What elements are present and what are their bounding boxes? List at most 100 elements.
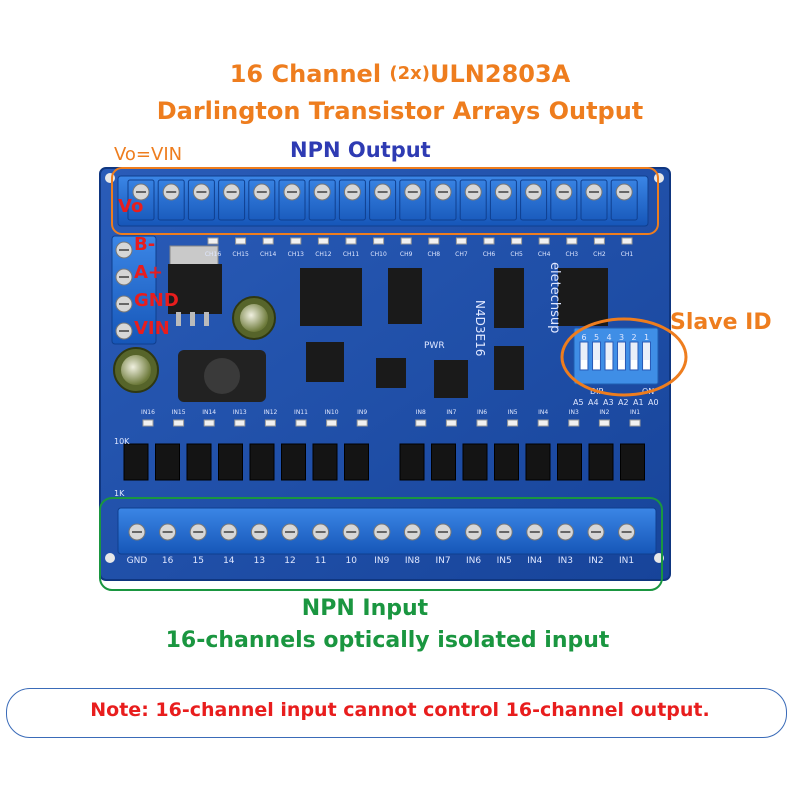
pin-label-a-plus: A+ <box>134 262 164 283</box>
optocoupler <box>155 443 180 481</box>
terminal-slot <box>248 179 276 221</box>
input-terminal-block <box>117 507 657 555</box>
input-led-label: IN12 <box>263 409 277 416</box>
output-led-label: CH6 <box>483 251 496 258</box>
pin-label-b-minus: B- <box>134 234 156 255</box>
input-terminal-label: IN4 <box>527 556 542 566</box>
input-led <box>537 419 549 427</box>
input-led-label: IN4 <box>538 409 548 416</box>
output-led-label: CH1 <box>621 251 634 258</box>
dip-toggle <box>581 360 587 369</box>
note-text: Note: 16-channel input cannot control 16… <box>90 699 710 721</box>
terminal-slot <box>550 179 578 221</box>
input-led <box>629 419 641 427</box>
dip-slot <box>592 341 601 371</box>
output-led-label: CH9 <box>400 251 413 258</box>
input-led <box>234 419 246 427</box>
input-terminal-label: IN3 <box>558 556 573 566</box>
output-led <box>400 237 412 245</box>
input-led-label: IN5 <box>508 409 518 416</box>
output-led-label: CH14 <box>260 251 277 258</box>
optocoupler <box>431 443 456 481</box>
optocoupler <box>249 443 275 481</box>
input-terminal-label: GND <box>127 556 148 566</box>
terminal-slot <box>308 179 336 221</box>
dip-slot <box>604 341 614 371</box>
input-terminal-label: 11 <box>315 556 326 566</box>
input-led-label: IN9 <box>357 409 367 416</box>
optocoupler <box>399 443 425 481</box>
input-led-label: IN13 <box>233 409 247 416</box>
input-led <box>598 419 610 427</box>
dip-number: 5 <box>594 333 599 342</box>
dip-number: 3 <box>619 333 624 342</box>
output-led <box>621 237 633 245</box>
input-led-label: IN14 <box>202 409 216 416</box>
input-led-label: IN6 <box>477 409 487 416</box>
output-led <box>235 237 247 245</box>
dip-slot <box>642 341 651 371</box>
terminal-slot <box>127 179 155 221</box>
input-led <box>264 419 276 427</box>
power-terminal-block <box>111 235 157 345</box>
output-led <box>483 237 495 245</box>
output-led <box>262 237 274 245</box>
input-led <box>568 419 580 427</box>
input-led <box>356 419 368 427</box>
resistor-1k-silkscreen: 1K <box>114 489 125 498</box>
title-quantity: (2x) <box>389 63 431 84</box>
optocoupler <box>218 443 243 481</box>
input-led-label: IN8 <box>416 409 426 416</box>
brand-silkscreen: eletechsup <box>547 262 562 333</box>
input-led <box>173 419 185 427</box>
input-led <box>476 419 488 427</box>
dip-toggle <box>631 360 637 369</box>
dip-number: 1 <box>644 333 649 342</box>
input-led <box>445 419 457 427</box>
output-led-label: CH3 <box>566 251 579 258</box>
output-led-label: CH15 <box>232 251 249 258</box>
input-led <box>507 419 519 427</box>
optocoupler <box>123 443 149 481</box>
input-led-label: IN7 <box>446 409 456 416</box>
output-led-label: CH13 <box>288 251 305 258</box>
optocoupler <box>186 443 212 481</box>
output-led-label: CH8 <box>428 251 441 258</box>
output-led <box>207 237 219 245</box>
address-label: A5 <box>573 398 584 407</box>
input-led <box>142 419 154 427</box>
input-terminal-label: IN9 <box>374 556 389 566</box>
terminal-slot <box>489 179 517 221</box>
output-led <box>373 237 385 245</box>
pin-label-vo: Vo <box>118 196 144 217</box>
optocoupler <box>344 443 369 481</box>
input-description: 16-channels optically isolated input <box>165 628 610 653</box>
dip-slot <box>617 341 626 371</box>
product-title: 16 Channel (2x)ULN2803A <box>0 60 800 88</box>
pin-label-gnd: GND <box>134 290 179 311</box>
title-chip: ULN2803A <box>430 60 571 88</box>
output-led <box>455 237 467 245</box>
terminal-slot <box>369 179 397 221</box>
address-label: A1 <box>633 398 644 407</box>
output-led <box>538 237 550 245</box>
address-label: A0 <box>648 398 659 407</box>
input-terminal-label: 14 <box>223 556 235 566</box>
input-terminal-label: IN2 <box>588 556 603 566</box>
npn-output-label: NPN Output <box>290 138 431 162</box>
output-led <box>593 237 605 245</box>
input-led-label: IN15 <box>172 409 186 416</box>
dip-toggle <box>643 360 650 369</box>
optocoupler <box>620 443 645 481</box>
output-led-label: CH16 <box>205 251 222 258</box>
optocoupler <box>588 443 614 481</box>
note-box <box>6 688 787 738</box>
output-led-label: CH5 <box>510 251 523 258</box>
terminal-slot <box>429 179 457 221</box>
input-led <box>203 419 215 427</box>
output-led-label: CH12 <box>315 251 332 258</box>
input-terminal-label: IN5 <box>497 556 512 566</box>
dip-toggle <box>593 360 600 369</box>
